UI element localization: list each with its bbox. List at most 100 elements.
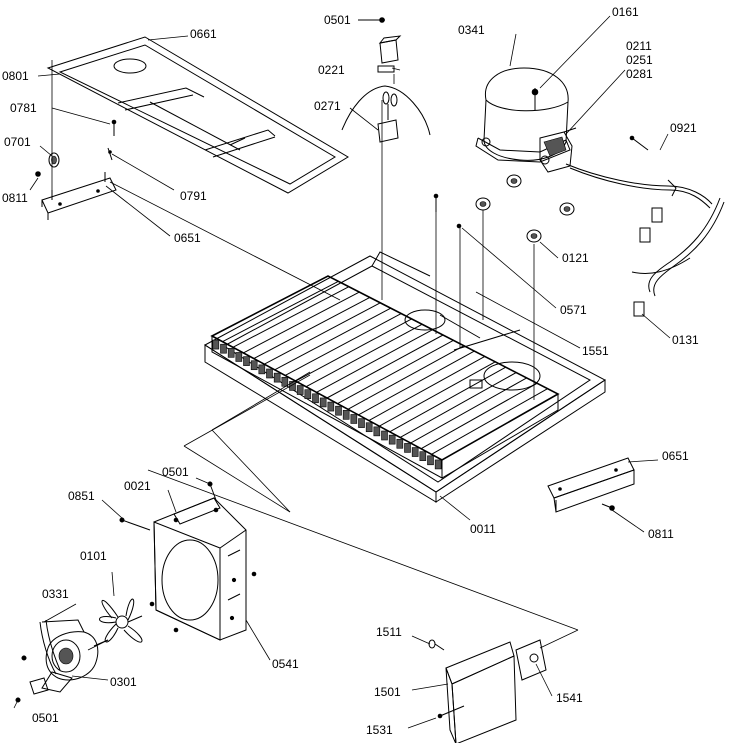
screw-0811-left bbox=[35, 171, 41, 177]
callout-0301: 0301 bbox=[110, 675, 137, 689]
callout-0921: 0921 bbox=[670, 121, 697, 135]
cover-plate-0661 bbox=[46, 36, 349, 194]
callout-0851: 0851 bbox=[68, 489, 95, 503]
condenser-tube-line bbox=[347, 345, 465, 410]
condenser-fin bbox=[411, 447, 419, 457]
condenser-tube-line bbox=[253, 297, 371, 359]
screws-0501-fan bbox=[119, 481, 257, 577]
callout-0281: 0281 bbox=[626, 67, 653, 81]
left-bracket-0651 bbox=[41, 172, 117, 220]
condenser-fin bbox=[427, 455, 434, 466]
callout-1541: 1541 bbox=[556, 691, 583, 705]
callout-0271: 0271 bbox=[314, 99, 341, 113]
condenser-fin bbox=[319, 397, 327, 408]
condenser-tube-line bbox=[379, 361, 496, 427]
callout-0341: 0341 bbox=[458, 23, 485, 37]
condenser-fin bbox=[396, 438, 404, 449]
condenser-tube-line bbox=[337, 339, 454, 405]
condenser-tube-line bbox=[389, 366, 506, 433]
callout-0011: 0011 bbox=[470, 522, 496, 536]
grommets bbox=[475, 174, 575, 243]
right-bracket-0651 bbox=[547, 457, 635, 513]
condenser-fin bbox=[258, 364, 266, 375]
callout-0211: 0211 bbox=[626, 39, 652, 53]
clip-0701 bbox=[48, 152, 60, 168]
callout-0701: 0701 bbox=[4, 135, 31, 149]
condenser-fin bbox=[289, 381, 296, 391]
screws-0501-motor bbox=[15, 655, 27, 703]
callout-0021: 0021 bbox=[124, 479, 151, 493]
condenser-fin bbox=[373, 426, 381, 437]
callout-0221: 0221 bbox=[318, 63, 345, 77]
condenser-tube-line bbox=[358, 350, 475, 416]
parts-1511-1531 bbox=[428, 639, 465, 719]
condenser-fin bbox=[304, 389, 312, 399]
condenser-fin bbox=[327, 401, 335, 412]
condenser-fin bbox=[404, 443, 411, 453]
condenser-tube-line bbox=[295, 318, 412, 382]
callout-0801: 0801 bbox=[2, 69, 29, 83]
fan-shroud-0021 bbox=[149, 497, 247, 641]
part-number-callouts: 0501 0161 0341 0211 0251 0281 0661 0801 … bbox=[2, 5, 699, 737]
condenser-tube-line bbox=[368, 356, 486, 421]
wiring-harness-0131 bbox=[565, 163, 725, 317]
callout-0331: 0331 bbox=[42, 587, 69, 601]
condenser-fin bbox=[243, 356, 250, 366]
condenser-tube-line bbox=[316, 329, 433, 393]
condenser-fin bbox=[281, 376, 289, 387]
condenser-fin bbox=[434, 459, 442, 470]
callout-0541: 0541 bbox=[272, 657, 299, 671]
condenser-fin bbox=[235, 352, 243, 362]
condenser-fin bbox=[350, 414, 358, 424]
overload-0271 bbox=[341, 85, 431, 143]
condenser-tube-line bbox=[305, 323, 423, 388]
condenser-fin bbox=[296, 385, 304, 395]
callout-0251: 0251 bbox=[626, 53, 653, 67]
callout-0661: 0661 bbox=[190, 27, 217, 41]
condenser-fin bbox=[342, 410, 350, 420]
condenser-tube-line bbox=[326, 334, 444, 399]
callout-0811-left: 0811 bbox=[2, 191, 28, 205]
condenser-fin bbox=[250, 360, 258, 371]
condenser-fin bbox=[266, 368, 273, 379]
callout-0501-mid: 0501 bbox=[162, 465, 189, 479]
relay-0221 bbox=[377, 35, 402, 73]
callout-leaders bbox=[13, 15, 671, 729]
condenser-fin bbox=[381, 430, 388, 441]
callout-0811-right: 0811 bbox=[648, 527, 674, 541]
callout-0501-top: 0501 bbox=[324, 13, 351, 27]
base-pan-0011 bbox=[204, 251, 606, 503]
callout-0791: 0791 bbox=[180, 189, 207, 203]
condenser-tube-line bbox=[232, 286, 350, 348]
assembly-lines bbox=[51, 60, 579, 651]
condenser-fin bbox=[365, 422, 373, 433]
condenser-tube-line bbox=[274, 307, 391, 371]
callout-0651-left: 0651 bbox=[174, 231, 201, 245]
small-parts bbox=[433, 135, 649, 229]
condenser-tube-line bbox=[264, 302, 381, 365]
condenser-tube-line bbox=[431, 388, 548, 455]
condenser-tube-line bbox=[243, 291, 360, 354]
condenser-fin bbox=[358, 418, 365, 428]
condenser-tube-line bbox=[222, 280, 339, 343]
condenser-fin bbox=[335, 405, 342, 416]
fan-motor-0301 bbox=[29, 631, 109, 695]
callout-0131: 0131 bbox=[672, 333, 699, 347]
callout-1501: 1501 bbox=[374, 685, 401, 699]
condenser-fin bbox=[220, 343, 227, 354]
condenser-tube-line bbox=[420, 382, 538, 450]
callout-0651-right: 0651 bbox=[662, 449, 689, 463]
screw-0781 bbox=[111, 119, 117, 136]
condenser-fin bbox=[273, 372, 281, 383]
condenser-fin bbox=[227, 348, 235, 358]
bracket-1501 bbox=[445, 639, 547, 743]
callout-0781: 0781 bbox=[10, 101, 37, 115]
callout-1551: 1551 bbox=[582, 344, 609, 358]
condenser-fin bbox=[419, 451, 427, 461]
condenser-fin bbox=[312, 393, 319, 404]
callout-0571: 0571 bbox=[560, 303, 587, 317]
callout-1511: 1511 bbox=[376, 625, 402, 639]
condenser-tube-line bbox=[410, 377, 527, 444]
callout-0161: 0161 bbox=[612, 5, 639, 19]
